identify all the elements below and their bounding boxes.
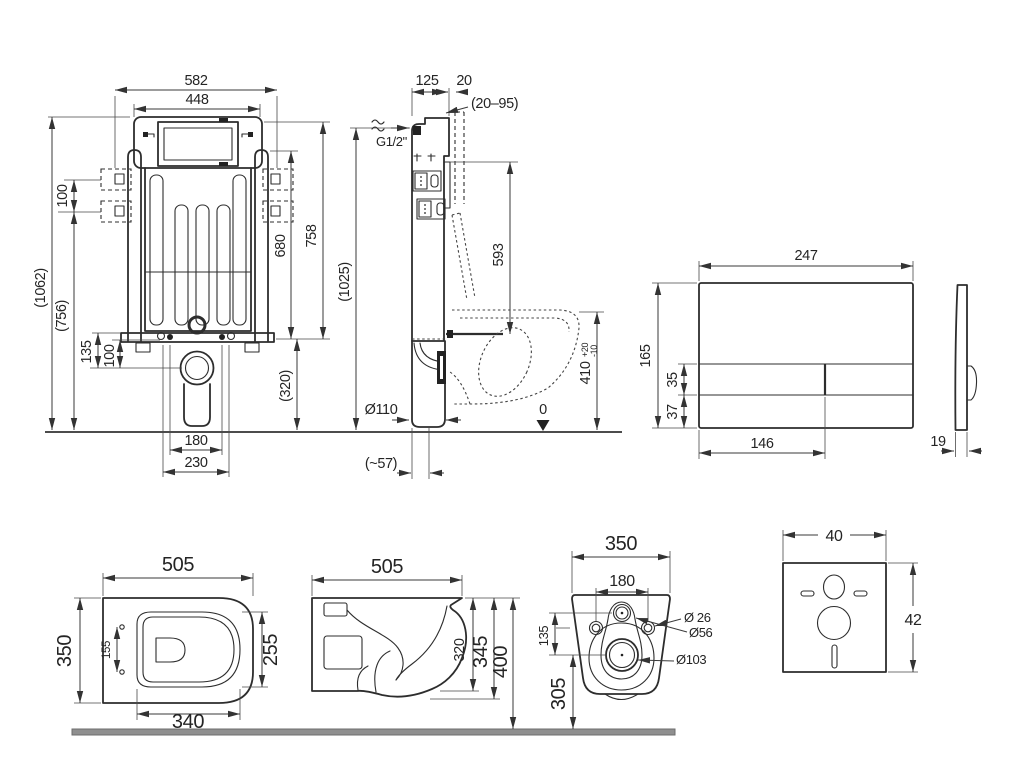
- dim-dia-56: Ø56: [689, 625, 713, 640]
- dim-bowl-width: 350: [54, 635, 76, 667]
- dim-gap-20: 20: [456, 73, 472, 89]
- svg-text:410: 410: [578, 361, 594, 384]
- dim-plate-thickness: 19: [930, 434, 946, 450]
- right-rail: [254, 149, 269, 342]
- dim-rear-135: 135: [536, 626, 551, 647]
- dim-bolt-180: 180: [185, 433, 208, 449]
- dim-frame-100b: 100: [102, 344, 118, 367]
- pad-top-hole: [822, 574, 846, 600]
- dim-bowl-400: 400: [490, 646, 512, 678]
- outlet-hole: [605, 638, 639, 672]
- bracket-side-2: [416, 198, 446, 220]
- tank-ribs: [149, 174, 247, 326]
- dim-pad-width: 40: [826, 528, 843, 545]
- water-supply-icon: [371, 119, 385, 132]
- dim-bracket-height: (756): [54, 300, 70, 332]
- fill-valve: [413, 126, 421, 135]
- bowl-top-view: 505 350 155 255 340: [54, 554, 282, 733]
- datum-triangle-icon: [536, 420, 550, 431]
- datum-zero: 0: [539, 402, 547, 418]
- pad-slot-left: [800, 590, 815, 597]
- window-clip-top: [219, 118, 228, 122]
- flush-hole: [155, 637, 186, 663]
- bowl-rear-view: 350 180 135 305 Ø 26 Ø56 Ø103: [536, 533, 713, 729]
- inlet-hole: [612, 603, 632, 623]
- dim-frame-680: 680: [273, 234, 289, 257]
- drain-pipe-side: [411, 340, 446, 428]
- dim-frame-width-outer: 582: [185, 73, 208, 89]
- gasket-outline: [600, 601, 643, 680]
- dim-410-tolerance: 410 +20 -10: [578, 343, 599, 385]
- wall-brackets-front: [100, 168, 294, 223]
- pad-center-hole: [816, 605, 852, 641]
- top-clips: [413, 153, 436, 162]
- dim-frame-height-total: (1062): [33, 268, 49, 308]
- left-rail: [127, 149, 142, 342]
- dim-bowl-320: 320: [452, 638, 468, 661]
- pad-slot-right: [853, 590, 868, 597]
- dim-button-height: 35: [665, 372, 681, 388]
- left-foot: [135, 342, 151, 353]
- adjustable-wall-range: [449, 111, 465, 204]
- fixing-hole-right: [640, 620, 656, 636]
- dim-plate-bottom: 37: [665, 404, 681, 420]
- label-water-inlet: G1/2": [376, 134, 408, 149]
- fixing-hole-left: [588, 620, 604, 636]
- window-clip-bottom: [219, 162, 228, 166]
- dim-range-20-95: (20–95): [471, 96, 518, 112]
- dim-rear-holes: 180: [609, 573, 635, 590]
- dim-frame-758: 758: [304, 224, 320, 247]
- dim-bowl-side-length: 505: [371, 556, 403, 578]
- dim-frame-width-inner: 448: [186, 92, 209, 108]
- svg-text:+20: +20: [580, 343, 590, 357]
- dim-frame-135: 135: [79, 340, 95, 363]
- dim-bolt-230: 230: [185, 455, 208, 471]
- dim-inner-width: 255: [260, 634, 282, 666]
- frame-side-view: 125 20 (20–95) G1/2" (1025) 593 410 +20 …: [337, 73, 604, 479]
- dim-dia-103: Ø103: [676, 652, 706, 667]
- frame-column: [411, 117, 450, 342]
- dim-593: 593: [491, 243, 507, 266]
- sound-pad-view: 40 42: [782, 528, 922, 673]
- dim-drain-dia110: Ø110: [365, 402, 398, 418]
- dim-pad-height: 42: [905, 612, 922, 629]
- dim-depth-125: 125: [416, 73, 439, 89]
- seat-hook-icon: [143, 132, 253, 138]
- bracket-side-1: [412, 170, 442, 192]
- pad-slot-bottom: [831, 644, 838, 669]
- fixing-bolt-left: [167, 334, 173, 340]
- svg-text:-10: -10: [589, 345, 599, 357]
- flush-plate-side-view: 19: [930, 284, 982, 457]
- dim-rear-width: 350: [605, 533, 637, 555]
- bowl-side-view: 505 320 345 400: [311, 556, 520, 729]
- toilet-outline-dashed: [449, 212, 580, 405]
- seat-hole-top: [119, 624, 125, 630]
- dim-bracket-spacing: 100: [55, 184, 71, 207]
- dim-button-width: 146: [751, 436, 774, 452]
- fixing-bolt-right: [219, 334, 225, 340]
- dim-plate-width: 247: [795, 248, 818, 264]
- wall-plate: [443, 161, 451, 209]
- right-foot: [244, 342, 260, 353]
- drain-pipe-front: [183, 383, 211, 427]
- tank-body: [144, 167, 252, 332]
- dim-seat-holes: 155: [101, 641, 113, 659]
- dim-frame-320: (320): [278, 370, 294, 402]
- frame-front-view: 582 448 (1062) 100 (756) 758 680 (320) 1…: [33, 73, 330, 477]
- dim-plate-height: 165: [638, 344, 654, 367]
- dim-offset-57: (~57): [365, 456, 397, 472]
- dim-rear-305: 305: [548, 678, 570, 710]
- dim-height-1025: (1025): [337, 262, 353, 302]
- seat-hole-bottom: [119, 669, 125, 675]
- floor-bar: [71, 728, 676, 736]
- dim-bowl-345: 345: [470, 636, 492, 668]
- button-bump: [966, 365, 978, 401]
- dim-inner-length: 340: [172, 711, 204, 733]
- flush-bend-circle: [187, 315, 207, 335]
- flush-plate-front-view: 247 165 35 37 146: [638, 248, 914, 459]
- dim-dia-26: Ø 26: [684, 610, 711, 625]
- dim-bowl-length: 505: [162, 554, 194, 576]
